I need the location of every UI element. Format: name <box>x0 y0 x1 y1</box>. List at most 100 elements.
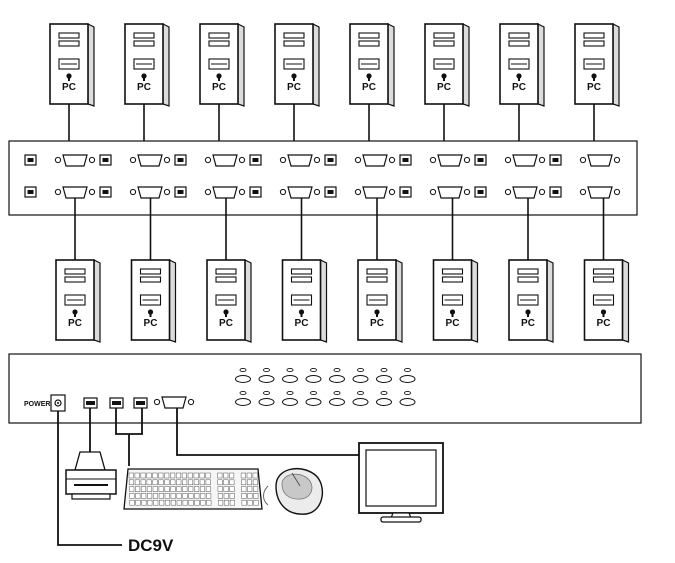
usb-port-icon <box>83 397 98 409</box>
power-button-icon <box>449 309 456 315</box>
led-icon <box>305 390 322 406</box>
vga-port-icon <box>504 186 546 199</box>
led-icon <box>399 390 416 406</box>
power-button-icon <box>525 309 531 315</box>
power-button-icon <box>516 73 522 79</box>
kvm-rear-panel <box>8 140 638 216</box>
kvm-port-panel <box>8 140 638 216</box>
led-icon <box>258 390 275 406</box>
usb-port-icon <box>249 186 262 198</box>
usb-port-icon <box>24 186 37 198</box>
led-icon <box>305 367 322 383</box>
pc-label: PC <box>287 82 301 93</box>
power-button-icon <box>223 309 229 315</box>
usb-port-icon <box>99 186 112 198</box>
vga-port-icon <box>354 154 396 167</box>
pc-label: PC <box>144 318 158 329</box>
vga-cable-line <box>176 408 360 456</box>
pc-tower-icon: PC <box>199 23 245 107</box>
kvm-console-body <box>8 353 642 424</box>
usb-port-icon <box>399 154 412 166</box>
vga-port-icon <box>579 186 621 199</box>
usb-port-icon <box>249 154 262 166</box>
led-icon <box>235 390 251 406</box>
led-icon <box>352 390 369 406</box>
pc-tower-icon: PC <box>508 259 554 343</box>
pc-label: PC <box>62 82 76 93</box>
pc-label: PC <box>446 318 460 329</box>
usb-port-icon <box>549 154 562 166</box>
pc-tower-icon: PC <box>49 23 95 107</box>
usb-port-icon <box>474 186 487 198</box>
pc-tower-icon: PC <box>574 23 620 107</box>
power-button-icon <box>216 73 222 79</box>
vga-port-icon <box>153 396 195 409</box>
led-icon <box>376 367 392 383</box>
power-button-icon <box>374 309 380 315</box>
power-button-icon <box>141 73 147 79</box>
vga-port-icon <box>354 186 396 199</box>
vga-port-icon <box>279 154 321 167</box>
pc-tower-icon: PC <box>206 259 252 343</box>
led-icon <box>329 367 345 383</box>
power-button-icon <box>298 309 305 315</box>
power-label: POWER <box>24 401 50 408</box>
usb-port-icon <box>99 154 112 166</box>
pc-tower-icon: PC <box>432 259 479 343</box>
power-button-icon <box>600 309 607 315</box>
top-pc-row: PC PC PC PC PC PC PC PC <box>49 23 620 107</box>
pc-tower-icon: PC <box>424 23 470 107</box>
vga-port-icon <box>279 186 321 199</box>
led-icon <box>329 390 345 406</box>
usb-port-icon <box>174 186 187 198</box>
usb-port-icon <box>324 154 337 166</box>
power-button-icon <box>147 309 154 315</box>
vga-port-icon <box>129 154 171 167</box>
led-icon <box>235 367 251 383</box>
monitor-icon <box>358 442 444 523</box>
pc-tower-icon: PC <box>499 23 545 107</box>
pc-label: PC <box>437 82 451 93</box>
led-icon <box>282 367 298 383</box>
usb-port-icon <box>109 397 124 409</box>
pc-label: PC <box>362 82 376 93</box>
vga-port-icon <box>54 186 96 199</box>
pc-tower-icon: PC <box>130 259 177 343</box>
pc-tower-icon: PC <box>349 23 395 107</box>
vga-port-icon <box>504 154 546 167</box>
pc-label: PC <box>597 318 611 329</box>
usb-port-icon <box>133 397 148 409</box>
pc-label: PC <box>137 82 151 93</box>
vga-port-icon <box>204 186 246 199</box>
vga-port-icon <box>429 186 471 199</box>
usb-port-icon <box>399 186 412 198</box>
pc-tower-icon: PC <box>357 259 403 343</box>
led-icon <box>352 367 369 383</box>
usb-port-icon <box>174 154 187 166</box>
power-jack-icon <box>50 394 66 412</box>
pc-label: PC <box>370 318 384 329</box>
pc-label: PC <box>521 318 535 329</box>
mouse-icon <box>263 467 324 515</box>
pc-label: PC <box>68 318 82 329</box>
usb-port-icon <box>549 186 562 198</box>
led-icon <box>258 367 275 383</box>
pc-label: PC <box>295 318 309 329</box>
pc-tower-icon: PC <box>55 259 101 343</box>
bottom-pc-row: PC PC PC PC PC PC PC PC <box>55 259 630 343</box>
pc-tower-icon: PC <box>124 23 170 107</box>
power-button-icon <box>441 73 447 79</box>
pc-label: PC <box>587 82 601 93</box>
vga-port-icon <box>129 186 171 199</box>
power-button-icon <box>591 73 597 79</box>
bottom-pc-cables <box>74 198 605 260</box>
power-button-icon <box>291 73 297 79</box>
power-cable-line <box>57 411 122 546</box>
power-button-icon <box>72 309 78 315</box>
pc-tower-icon: PC <box>274 23 320 107</box>
vga-port-icon <box>204 154 246 167</box>
vga-port-icon <box>579 154 621 167</box>
kvm-console-panel <box>8 353 642 424</box>
pc-tower-icon: PC <box>583 259 630 343</box>
